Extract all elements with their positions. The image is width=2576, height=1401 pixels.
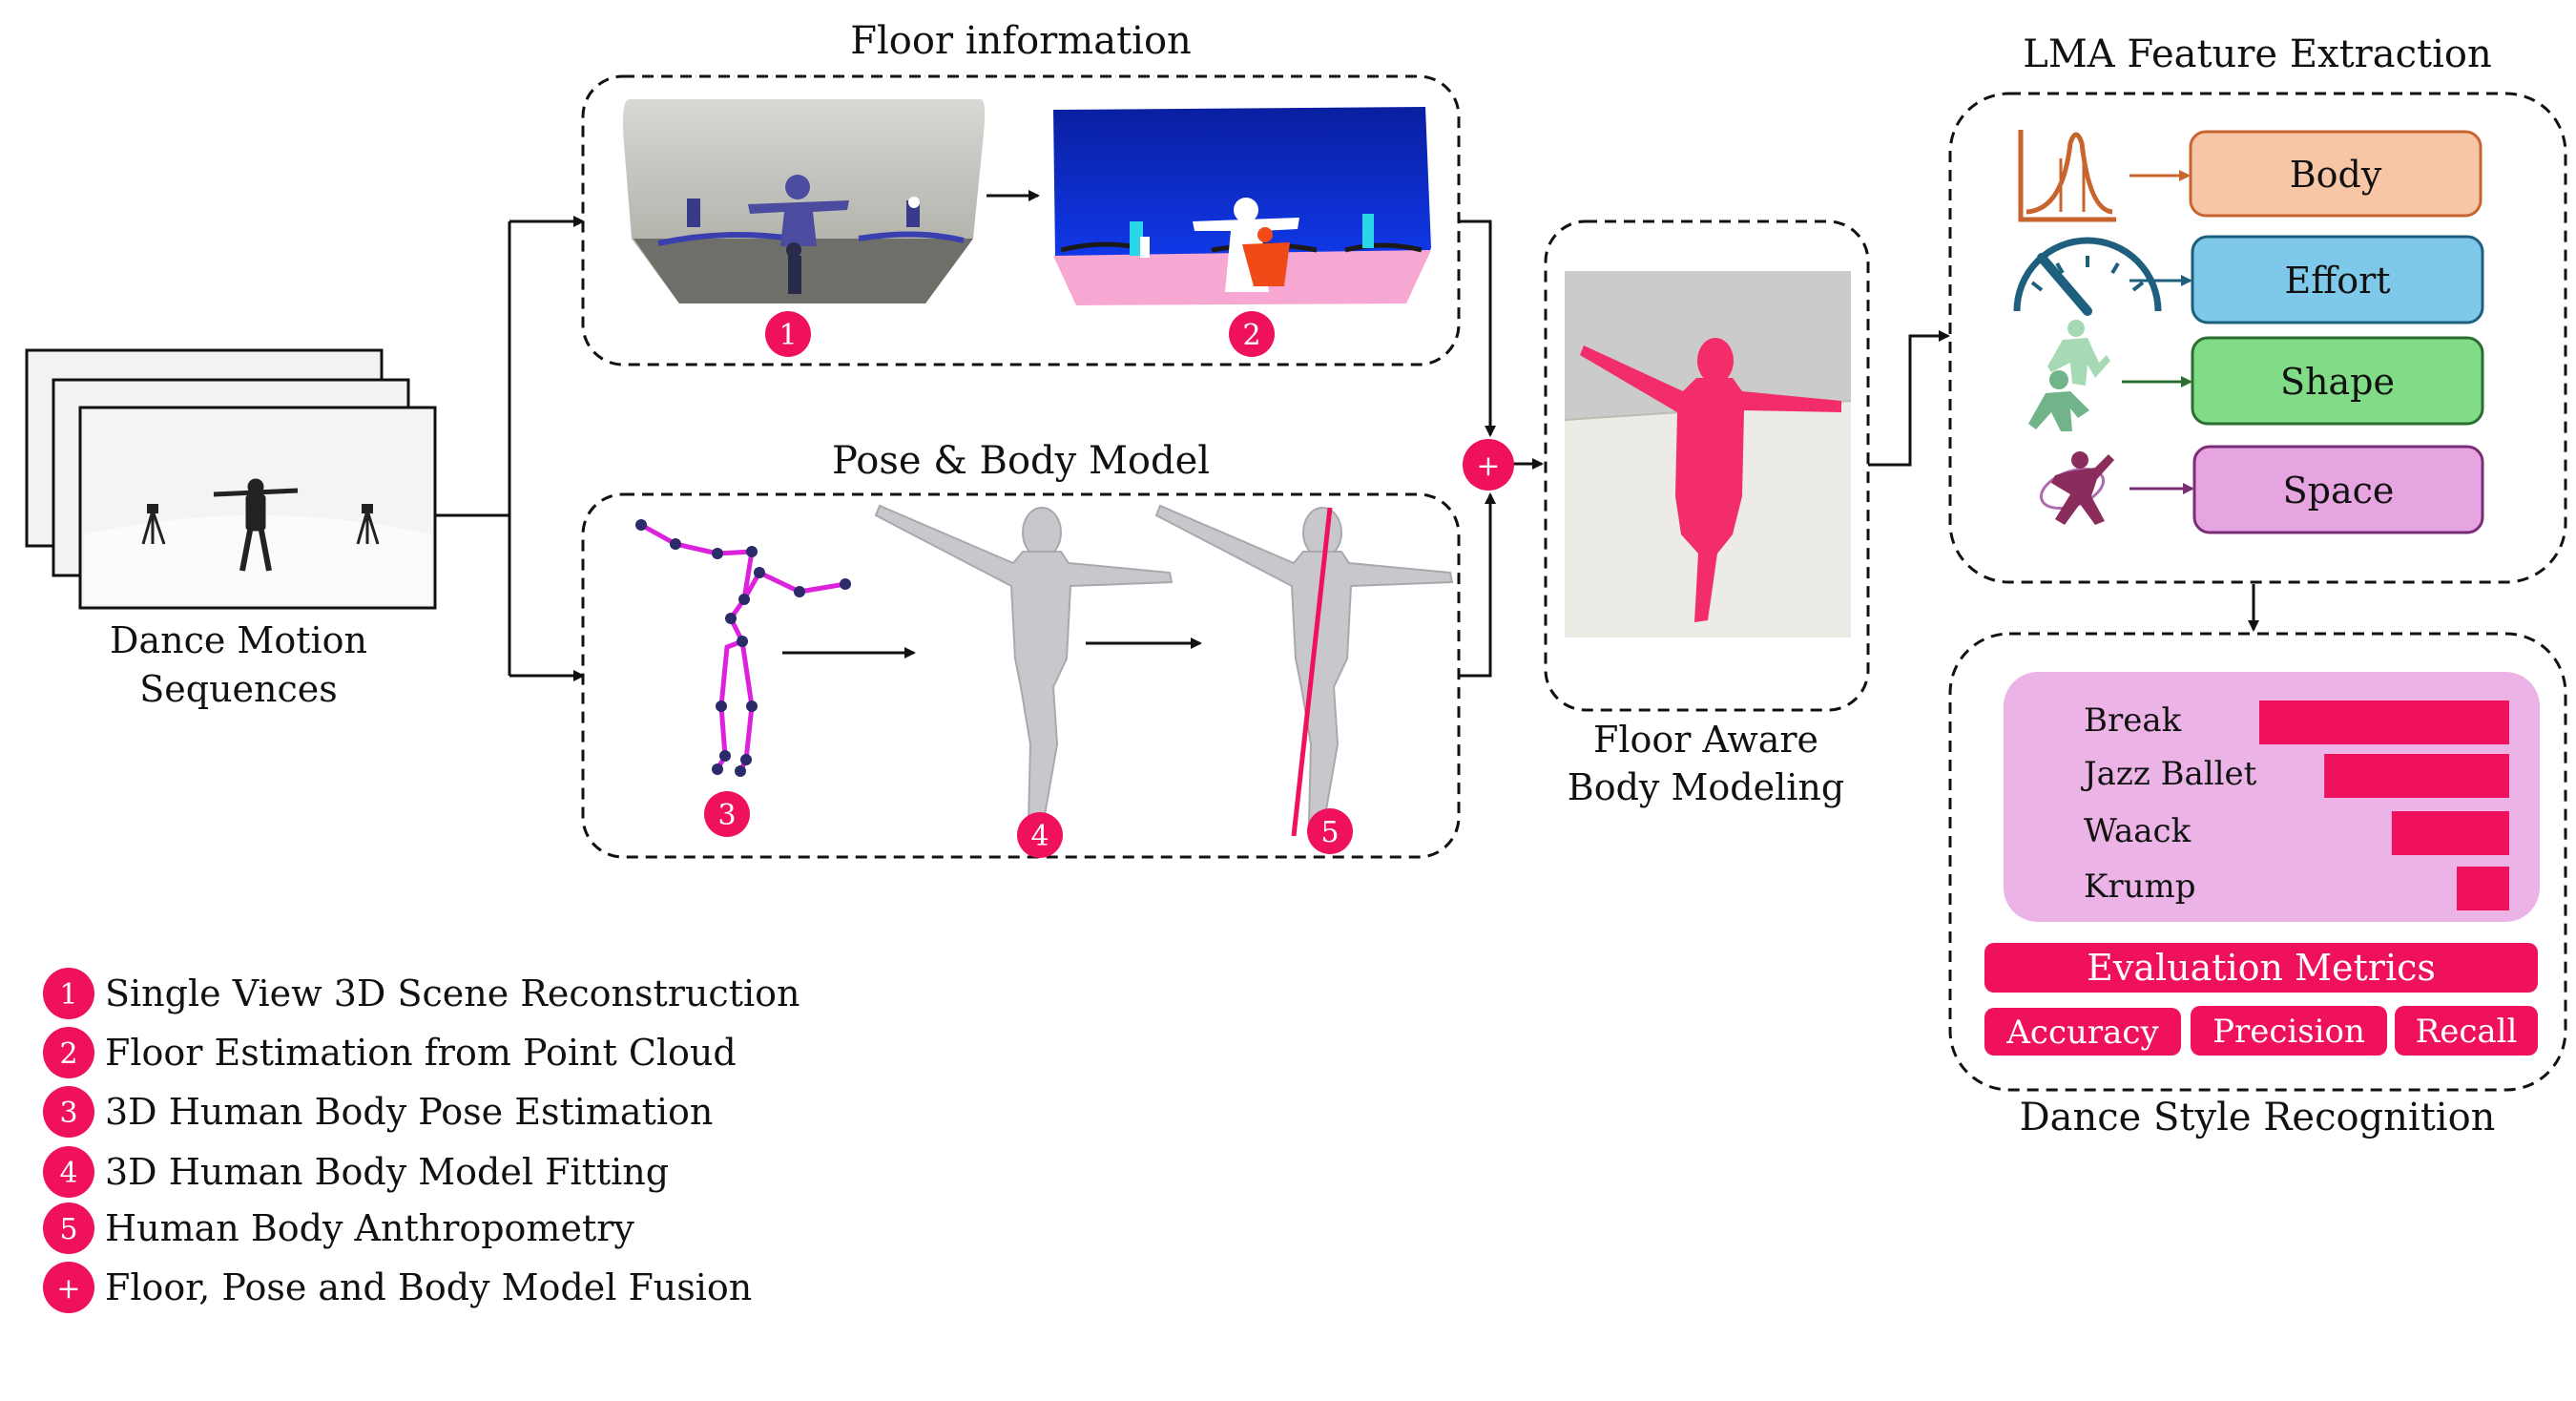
style-label: Krump <box>2084 868 2196 906</box>
style-bar <box>2259 700 2509 744</box>
lma-box-body: Body <box>2189 130 2483 218</box>
legend-badge <box>43 1202 94 1254</box>
lma-panel <box>1948 92 2567 584</box>
step-badge: 4 <box>1017 812 1063 858</box>
style-row: Waack <box>2084 811 2509 855</box>
input-label-line2: Sequences <box>139 668 338 710</box>
step-badge-label: 4 <box>1030 820 1049 853</box>
skeleton-pose-image <box>635 519 851 777</box>
style-label: Waack <box>2084 812 2192 850</box>
lma-box-space: Space <box>2192 445 2484 534</box>
body-model-image <box>874 504 1174 825</box>
metric-recall: Recall <box>2416 1013 2518 1051</box>
metrics-title-bar <box>1984 943 2538 993</box>
lma-title: LMA Feature Extraction <box>2023 32 2491 76</box>
legend-badge-label: 4 <box>59 1157 77 1190</box>
legend-badge <box>43 1262 94 1313</box>
bell-curve-icon <box>2018 130 2116 222</box>
style-bar <box>2456 867 2509 910</box>
step-badge: 3 <box>704 791 750 837</box>
step-badge-label: 5 <box>1320 816 1339 849</box>
legend-text: 3D Human Body Pose Estimation <box>105 1091 713 1133</box>
svg-text:Space: Space <box>2283 470 2395 512</box>
figures-icon <box>2028 320 2110 431</box>
floor-aware-label-line1: Floor Aware <box>1593 719 1818 761</box>
input-branch-arrows <box>435 216 585 681</box>
scene-reconstruction-image <box>622 99 986 303</box>
style-row: Krump <box>2084 867 2509 910</box>
recognition-title: Dance Style Recognition <box>2020 1096 2496 1140</box>
svg-text:Body: Body <box>2290 154 2382 196</box>
legend-badge <box>43 1146 94 1198</box>
legend-badge-label: 5 <box>59 1213 77 1246</box>
legend-badge <box>43 1086 94 1138</box>
legend-badge-label: 2 <box>59 1037 77 1071</box>
step-badge: 5 <box>1307 808 1353 854</box>
style-bar <box>2391 811 2509 855</box>
legend-badge <box>43 1027 94 1078</box>
legend-item: 2 Floor Estimation from Point Cloud <box>43 1027 737 1078</box>
metric-recall-box <box>2395 1006 2538 1056</box>
metric-precision: Precision <box>2212 1013 2365 1051</box>
style-bar <box>2324 754 2509 798</box>
svg-text:+: + <box>1476 450 1500 483</box>
legend-item: 3 3D Human Body Pose Estimation <box>43 1086 713 1138</box>
floor-info-title: Floor information <box>850 19 1192 63</box>
metrics-section: Evaluation Metrics Accuracy Precision Re… <box>1984 943 2538 1056</box>
step-badge-label: 1 <box>779 319 797 352</box>
input-frame-front <box>78 406 437 610</box>
legend-text: 3D Human Body Model Fitting <box>105 1151 669 1193</box>
input-frames <box>25 348 437 610</box>
lma-box-shape: Shape <box>2191 336 2484 426</box>
floor-aware-image <box>1564 271 1852 638</box>
pose-model-title: Pose & Body Model <box>832 439 1210 483</box>
fusion-badge: + <box>1463 439 1514 491</box>
legend-text: Human Body Anthropometry <box>105 1207 634 1249</box>
style-row: Jazz Ballet <box>2081 754 2509 798</box>
legend-item: + Floor, Pose and Body Model Fusion <box>43 1262 752 1313</box>
style-label: Break <box>2084 701 2182 740</box>
lma-box-effort: Effort <box>2191 235 2484 324</box>
legend-badge-label: 1 <box>59 978 77 1012</box>
step-badge: 2 <box>1229 311 1275 357</box>
spiral-dancer-icon <box>2039 451 2114 525</box>
legend-badge-label: + <box>56 1272 80 1306</box>
metrics-title: Evaluation Metrics <box>2087 947 2436 989</box>
to-lma-arrow <box>1868 330 1950 467</box>
metric-precision-box <box>2191 1006 2387 1056</box>
metric-accuracy: Accuracy <box>2005 1014 2159 1052</box>
legend-text: Floor Estimation from Point Cloud <box>105 1032 737 1074</box>
legend-text: Floor, Pose and Body Model Fusion <box>105 1266 752 1308</box>
speedometer-icon <box>2013 237 2162 316</box>
step-badge-label: 3 <box>717 799 736 832</box>
svg-text:Effort: Effort <box>2284 260 2390 302</box>
floor-aware-label-line2: Body Modeling <box>1568 766 1844 808</box>
merge-arrows <box>1459 220 1544 678</box>
step-badge: 1 <box>765 311 811 357</box>
floor-aware-panel <box>1544 220 1870 712</box>
legend-item: 5 Human Body Anthropometry <box>43 1202 634 1254</box>
step-badge-label: 2 <box>1242 319 1260 352</box>
body-anthropometry-image <box>1154 504 1454 837</box>
input-label-line1: Dance Motion <box>110 619 367 661</box>
legend-text: Single View 3D Scene Reconstruction <box>105 972 800 1014</box>
legend-badge-label: 3 <box>59 1097 77 1130</box>
legend-item: 1 Single View 3D Scene Reconstruction <box>43 968 800 1019</box>
legend-badge <box>43 968 94 1019</box>
svg-text:Shape: Shape <box>2280 361 2395 403</box>
style-row: Break <box>2084 700 2509 744</box>
legend-item: 4 3D Human Body Model Fitting <box>43 1146 669 1198</box>
metric-accuracy-box <box>1984 1008 2181 1056</box>
style-label: Jazz Ballet <box>2081 755 2257 793</box>
recognition-panel <box>1948 632 2567 1092</box>
floor-estimation-image <box>1053 107 1431 305</box>
